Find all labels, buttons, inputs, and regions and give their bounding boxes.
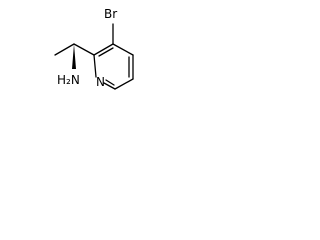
atom-label-amine: H₂N [57, 73, 80, 87]
bond-c2-c3 [93, 43, 114, 56]
bond-c3-c4 [112, 43, 134, 56]
bond-c6-n1 [103, 82, 116, 90]
bond-c2-chiral-c [73, 43, 95, 56]
double-bond-c6-n1-inner [105, 79, 115, 86]
wedge-bond-chiral-c-nh2 [72, 44, 76, 69]
atom-label-bromine: Br [104, 7, 117, 21]
bonds [54, 23, 134, 90]
double-bond-c2-c3-inner [98, 47, 114, 57]
bond-n1-c2 [93, 54, 97, 78]
atom-label-ring-nitrogen: N [96, 75, 105, 89]
bond-c5-c6 [114, 78, 134, 90]
chemical-structure: Br N H₂N [54, 7, 134, 90]
bond-chiral-c-methyl [54, 43, 75, 56]
